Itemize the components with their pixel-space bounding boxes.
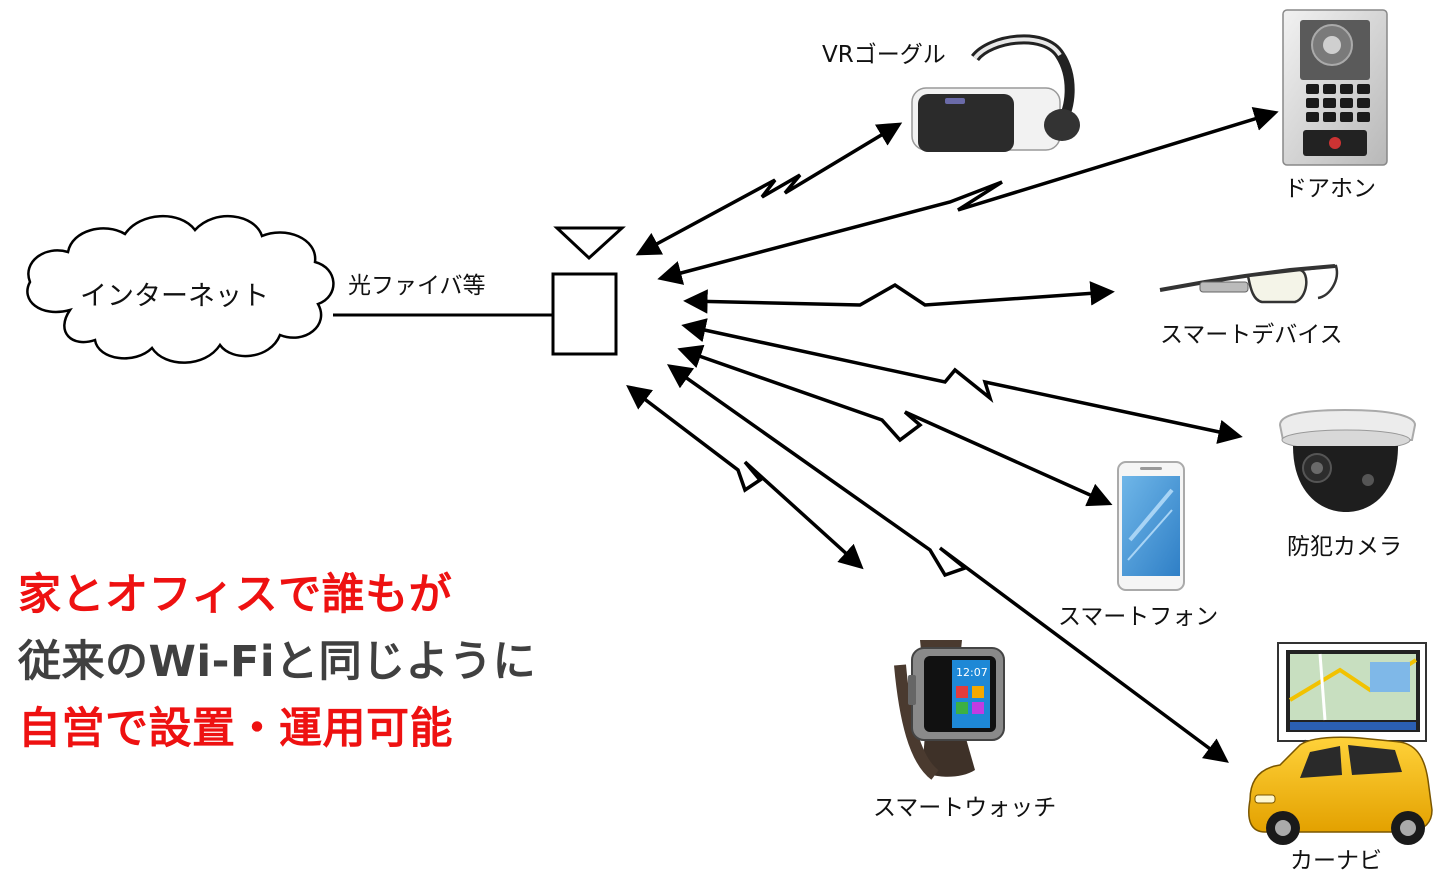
internet-cloud: インターネット (26, 215, 335, 364)
fiber-link-label: 光ファイバ等 (348, 273, 486, 299)
security-camera-icon (1278, 408, 1417, 512)
internet-label: インターネット (80, 281, 269, 312)
door-phone-icon (1282, 9, 1388, 166)
smart-glasses-icon (1159, 264, 1339, 304)
smartwatch-label: スマートウォッチ (873, 795, 1056, 821)
link-smartwatch (626, 385, 864, 570)
link-door-phone (657, 107, 1279, 285)
watch-time: 12:07 (956, 666, 988, 679)
smart-device-label: スマートデバイス (1160, 322, 1343, 348)
access-point (551, 226, 626, 356)
link-smart-device (683, 281, 1115, 314)
link-car-navi (666, 364, 1229, 763)
message-line-3: 自営で設置・運用可能 (18, 704, 453, 754)
car-icon (1248, 736, 1433, 845)
vr-goggles-label: VRゴーグル (822, 42, 946, 68)
message-line-1: 家とオフィスで誰もが (18, 570, 453, 620)
link-vr-goggles (635, 122, 903, 256)
smartwatch-icon: 12:07 (894, 640, 1005, 780)
radio-links (626, 107, 1279, 763)
base-station-box (551, 272, 618, 356)
door-phone-label: ドアホン (1284, 176, 1376, 202)
vr-goggles-icon (911, 34, 1080, 152)
message-line-2: 従来のWi-Fiと同じように (18, 637, 537, 687)
smartphone-label: スマートフォン (1058, 604, 1218, 630)
smartphone-icon (1117, 461, 1185, 591)
antenna-icon (553, 226, 626, 261)
security-camera-label: 防犯カメラ (1287, 534, 1402, 560)
car-navi-label: カーナビ (1290, 848, 1382, 874)
